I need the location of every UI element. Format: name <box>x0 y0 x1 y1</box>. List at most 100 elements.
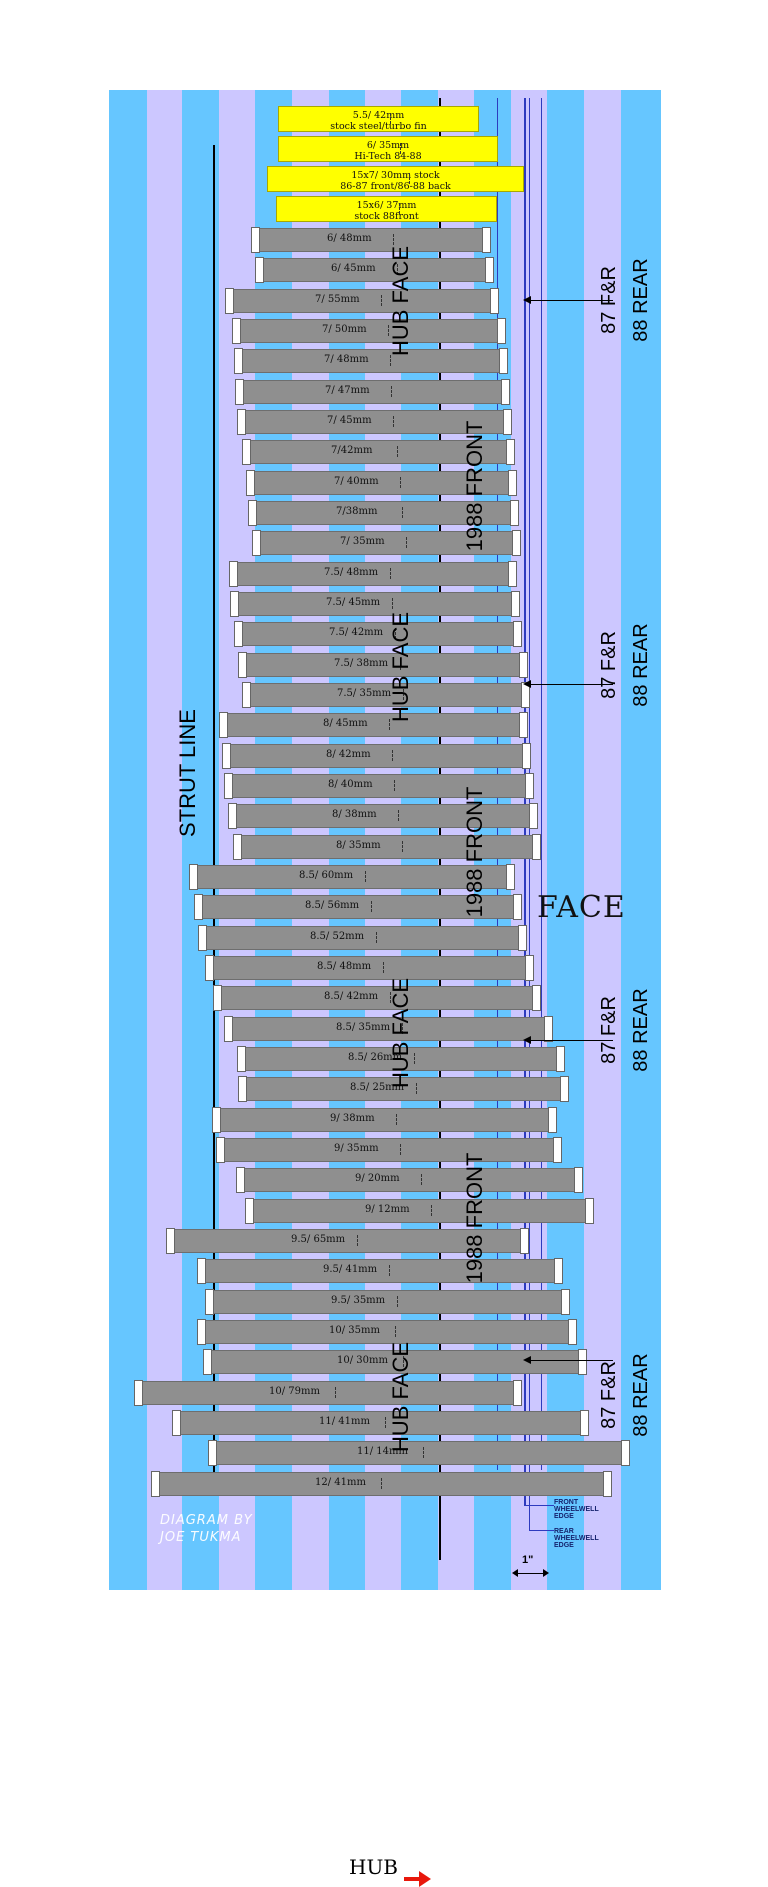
wheel-bar: 7/42mm <box>242 439 515 465</box>
offset-tick <box>402 841 403 852</box>
wheel-lip-outer <box>513 894 522 920</box>
wheel-lip-outer <box>532 834 541 860</box>
arrow-left-icon <box>523 296 531 304</box>
offset-tick <box>431 1205 432 1216</box>
wheel-size-label: 6/ 48mm <box>327 233 372 244</box>
wheel-body <box>239 835 535 859</box>
wheel-body <box>241 380 504 404</box>
wheel-lip-outer <box>520 1228 529 1254</box>
offset-tick <box>414 1053 415 1064</box>
wheel-size-label: 8.5/ 52mm <box>310 931 365 942</box>
wheel-lip-outer <box>499 348 508 374</box>
wheel-lip-outer <box>519 652 528 678</box>
wheel-size-label: 9.5/ 65mm <box>291 1234 346 1245</box>
wheel-body <box>200 895 516 919</box>
wheel-size-label: 7/ 47mm <box>325 385 370 396</box>
wheel-body <box>257 228 485 252</box>
wheel-bar: 7/ 40mm <box>246 470 517 496</box>
front-1988-label: 1988 FRONT <box>462 1152 487 1284</box>
offset-tick <box>390 113 391 124</box>
wheel-bar: 7/ 45mm <box>237 409 512 435</box>
wheel-lip-inner <box>255 257 264 283</box>
wheel-lip-inner <box>232 318 241 344</box>
wheel-bar: 7/ 47mm <box>235 379 510 405</box>
wheel-size-label: 8/ 38mm <box>332 809 377 820</box>
wheel-size-label: 7.5/ 38mm <box>334 658 389 669</box>
wheel-lip-inner <box>237 1046 246 1072</box>
wheel-size-label: 8/ 35mm <box>336 840 381 851</box>
wheel-bar: 9.5/ 41mm <box>197 1258 563 1284</box>
wheel-lip-inner <box>246 470 255 496</box>
wheel-bar: 7.5/ 38mm <box>238 652 528 678</box>
wheel-body <box>228 744 525 768</box>
offset-tick <box>399 203 400 214</box>
wheel-bar: 7/ 50mm <box>232 318 506 344</box>
wheel-body <box>252 471 511 495</box>
wheel-bar: 9.5/ 35mm <box>205 1289 570 1315</box>
rear-fitment-label: 88 REAR <box>630 1353 652 1437</box>
offset-tick <box>403 1356 404 1367</box>
hub-arrow-icon <box>404 1871 431 1887</box>
wheel-size-label: 7.5/ 35mm <box>337 688 392 699</box>
wheel-bar: 7.5/ 35mm <box>242 682 530 708</box>
face-label: FACE <box>537 890 626 925</box>
strut-line-label: STRUT LINE <box>175 709 200 837</box>
wheel-size-label: 9/ 20mm <box>355 1173 400 1184</box>
wheel-lip-outer <box>510 500 519 526</box>
wheel-bar: 10/ 35mm <box>197 1319 577 1345</box>
wheel-bar: 7/ 35mm <box>252 530 521 556</box>
front-1988-label: 1988 FRONT <box>462 420 487 552</box>
offset-tick <box>403 689 404 700</box>
rear-fitment-label: 88 REAR <box>630 258 652 342</box>
pointer-arrow-line <box>529 684 613 685</box>
offset-tick <box>402 1023 403 1034</box>
wheel-size-label: 7/ 40mm <box>334 476 379 487</box>
wheel-size-label: 10/ 35mm <box>329 1325 380 1336</box>
wheel-size-label: 8.5/ 48mm <box>317 961 372 972</box>
wheel-lip-outer <box>490 288 499 314</box>
wheel-bar: 8.5/ 52mm <box>198 925 527 951</box>
wheel-size-label: 7/ 55mm <box>315 294 360 305</box>
wheel-body <box>243 1047 559 1071</box>
wheel-lip-inner <box>242 682 251 708</box>
wheel-lip-outer <box>511 591 520 617</box>
wheel-bar: 7.5/ 42mm <box>234 621 522 647</box>
wheel-lip-inner <box>222 743 231 769</box>
wheel-bar: 12/ 41mm <box>151 1471 612 1497</box>
hub-face-label: HUB FACE <box>388 977 413 1089</box>
wheel-body <box>242 1168 577 1192</box>
background-stripe <box>109 90 147 1590</box>
offset-tick <box>396 1114 397 1125</box>
offset-tick <box>400 1144 401 1155</box>
one-inch-dimension: 1" <box>512 1554 550 1584</box>
wheel-lip-outer <box>578 1349 587 1375</box>
wheel-size-label: 9/ 35mm <box>334 1143 379 1154</box>
offset-tick <box>389 1265 390 1276</box>
wheel-size-label: 8/ 40mm <box>328 779 373 790</box>
wheel-lip-inner <box>233 834 242 860</box>
wheel-body <box>240 349 502 373</box>
wheel-size-label: 12/ 41mm <box>315 1477 366 1488</box>
wheel-bar: 8.5/ 42mm <box>213 985 541 1011</box>
wheel-body <box>231 289 493 313</box>
wheel-size-label: 7/ 35mm <box>340 536 385 547</box>
wheel-bar: 10/ 30mm <box>203 1349 587 1375</box>
wheel-bar: 8/ 42mm <box>222 743 531 769</box>
hub-label: HUB <box>349 1855 398 1879</box>
wheel-body <box>203 1320 571 1344</box>
pointer-arrow-line <box>529 1040 613 1041</box>
wheel-lip-inner <box>219 712 228 738</box>
wheel-body <box>238 319 500 343</box>
wheel-lip-inner <box>245 1198 254 1224</box>
wheel-body <box>225 713 522 737</box>
wheel-lip-inner <box>228 803 237 829</box>
front-wheelwell-edge-label: FRONT WHEELWELL EDGE <box>554 1499 599 1520</box>
wheel-body <box>218 1108 551 1132</box>
credit-text: DIAGRAM BY JOE TUKMA <box>160 1513 253 1545</box>
offset-tick <box>394 780 395 791</box>
wheel-lip-inner <box>213 985 222 1011</box>
wheel-body <box>230 774 528 798</box>
wheel-lip-inner <box>252 530 261 556</box>
